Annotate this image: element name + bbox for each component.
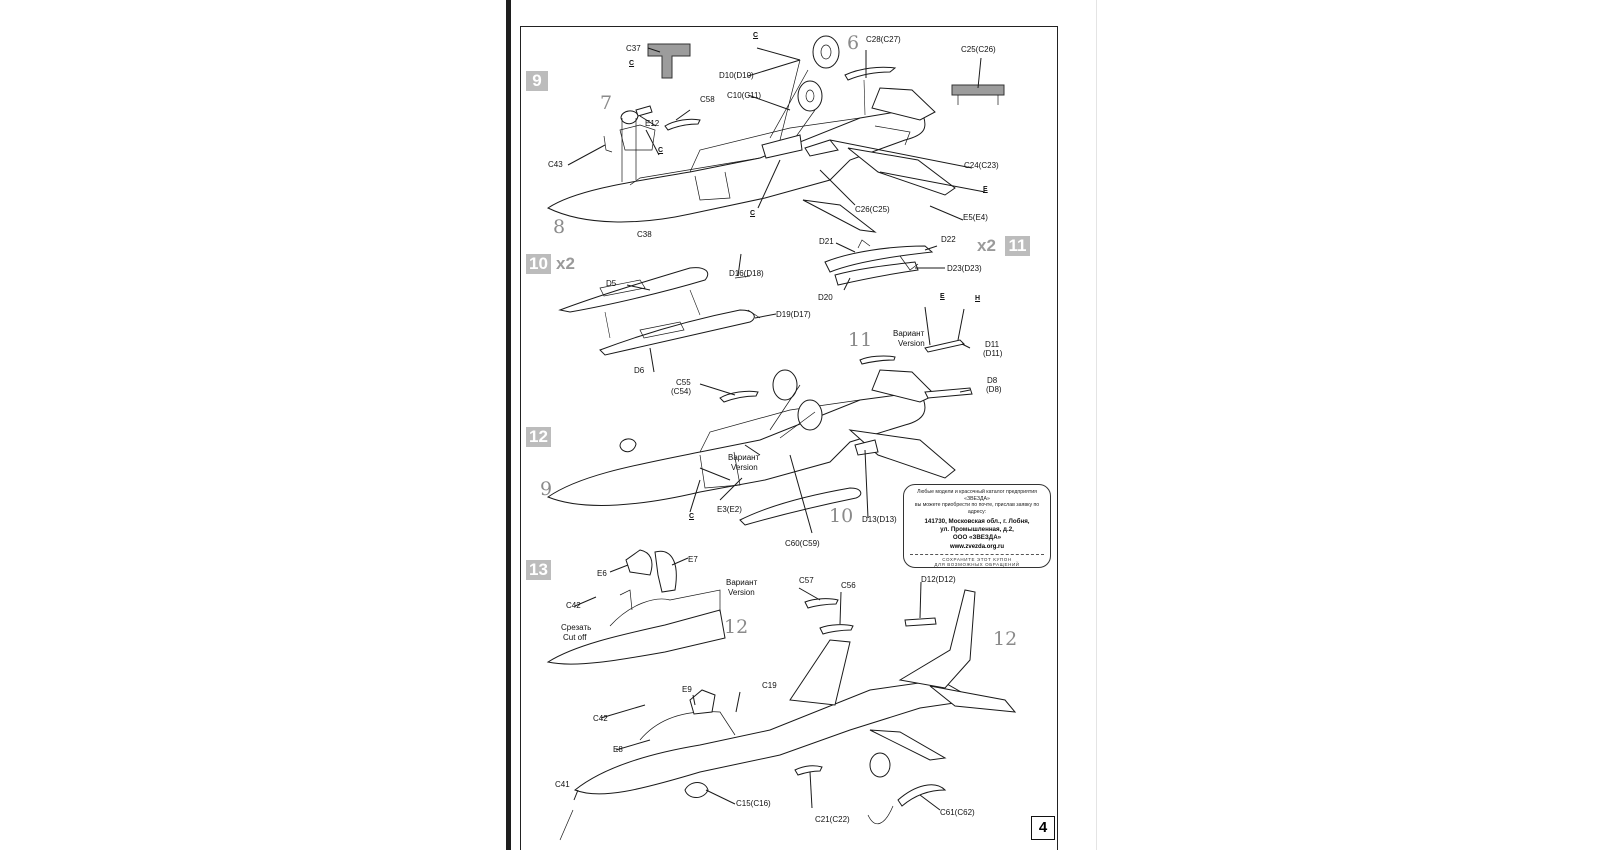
- part-label: C38: [637, 230, 652, 239]
- part-label: C10(C11): [727, 91, 762, 100]
- multiplier-step11: x2: [977, 236, 996, 255]
- cut-label-ru: Срезать: [561, 623, 592, 632]
- part-label: E6: [597, 569, 607, 578]
- part-label: D13(D13): [862, 515, 897, 524]
- part-label: C25(C26): [961, 45, 996, 54]
- part-label: (D8): [986, 385, 1002, 394]
- part-label: C58: [700, 95, 715, 104]
- part-label: C21(C22): [815, 815, 850, 824]
- variant-label-en: Version: [731, 463, 758, 472]
- variant-label-en: Version: [898, 339, 925, 348]
- step-number-10: 10: [526, 254, 551, 274]
- sprue-label: C: [753, 32, 759, 39]
- part-label: D19(D17): [776, 310, 811, 319]
- part-label: E3(E2): [717, 505, 742, 514]
- address-line: ООО «ЗВЕЗДА»: [952, 534, 1002, 541]
- step-number-13: 13: [526, 560, 551, 580]
- coupon-url: www.zvezda.org.ru: [949, 544, 1005, 550]
- cut-label-en: Cut off: [563, 633, 587, 642]
- sprue-label: E: [940, 293, 945, 300]
- part-label: D8: [987, 376, 998, 385]
- coupon-text: Любые модели и красочный каталог предпри…: [917, 489, 1037, 502]
- part-label: C61(C62): [940, 808, 975, 817]
- part-label: D5: [606, 279, 617, 288]
- variant-label-ru: Вариант: [728, 453, 760, 462]
- ref-number: 6: [847, 32, 860, 54]
- part-label: C57: [799, 576, 814, 585]
- multiplier-step10: x2: [556, 254, 575, 273]
- ref-number: 8: [553, 216, 566, 238]
- step9-aircraft-illustration: [546, 35, 1005, 233]
- step12-aircraft-illustration: [546, 306, 973, 534]
- step-number-12: 12: [526, 427, 551, 447]
- part-label: (D11): [983, 349, 1003, 358]
- address-line: ул. Промышленная, д.2,: [940, 526, 1014, 533]
- part-label: E12: [645, 119, 660, 128]
- part-label: C37: [626, 44, 641, 53]
- footer-line: ДЛЯ ВОЗМОЖНЫХ ОБРАЩЕНИЙ: [934, 562, 1020, 567]
- page-frame: [520, 26, 1058, 850]
- step10-tank-illustration: [558, 253, 777, 373]
- coupon-text: вы можете приобрести по почте, прислав з…: [914, 502, 1040, 515]
- part-label: D22: [941, 235, 956, 244]
- sprue-label: C: [658, 147, 664, 154]
- coupon-address: 141730, Московская обл., г. Лобня, ул. П…: [910, 518, 1044, 542]
- part-label: D10(D10): [719, 71, 754, 80]
- part-label: E9: [682, 685, 692, 694]
- part-label: D16(D18): [729, 269, 764, 278]
- scan-edge-light: [1096, 0, 1097, 850]
- part-label: D6: [634, 366, 645, 375]
- part-label: C24(C23): [964, 161, 999, 170]
- ref-number: 9: [540, 478, 553, 500]
- part-label: C60(C59): [785, 539, 820, 548]
- ref-number: 12: [724, 616, 749, 638]
- scan-edge: [506, 0, 511, 850]
- step-number-9: 9: [526, 71, 548, 91]
- part-label: C19: [762, 681, 777, 690]
- part-label: D12(D12): [921, 575, 956, 584]
- part-label: D21: [819, 237, 834, 246]
- part-label: C55: [676, 378, 691, 387]
- address-line: 141730, Московская обл., г. Лобня,: [924, 518, 1030, 525]
- variant-label-en: Version: [728, 588, 755, 597]
- ref-number: 12: [993, 628, 1018, 650]
- part-label: D20: [818, 293, 833, 302]
- address-coupon: Любые модели и красочный каталог предпри…: [903, 484, 1051, 568]
- part-label: E8: [613, 745, 623, 754]
- sprue-label: E: [983, 186, 988, 193]
- part-label: E7: [688, 555, 698, 564]
- part-label: C42: [566, 601, 581, 610]
- part-label: D11: [985, 340, 1000, 349]
- sprue-label: C: [629, 60, 635, 67]
- sprue-label: C: [689, 513, 695, 520]
- variant-label-ru: Вариант: [726, 578, 758, 587]
- part-label: C42: [593, 714, 608, 723]
- ref-number: 10: [829, 505, 854, 527]
- page-number: 4: [1031, 816, 1055, 840]
- part-label: D23(D23): [947, 264, 982, 273]
- coupon-footer: СОХРАНИТЕ ЭТОТ КУПОН ДЛЯ ВОЗМОЖНЫХ ОБРАЩ…: [910, 554, 1044, 567]
- ref-number: 7: [600, 92, 613, 114]
- variant-label-ru: Вариант: [893, 329, 925, 338]
- footer-line: СОХРАНИТЕ ЭТОТ КУПОН: [942, 557, 1012, 562]
- ref-number: 11: [848, 329, 873, 351]
- part-label: C41: [555, 780, 570, 789]
- part-label: C56: [841, 581, 856, 590]
- part-label: C15(C16): [736, 799, 771, 808]
- sprue-label: C: [750, 210, 756, 217]
- step-number-11: 11: [1005, 236, 1030, 256]
- sprue-label: H: [975, 295, 981, 302]
- part-label: E5(E4): [963, 213, 988, 222]
- step11-missile-illustration: [824, 239, 945, 291]
- part-label: (C54): [671, 387, 692, 396]
- part-label: C28(C27): [866, 35, 901, 44]
- part-label: C43: [548, 160, 563, 169]
- step13-aircraft-illustration: [546, 549, 1017, 841]
- part-label: C26(C25): [855, 205, 890, 214]
